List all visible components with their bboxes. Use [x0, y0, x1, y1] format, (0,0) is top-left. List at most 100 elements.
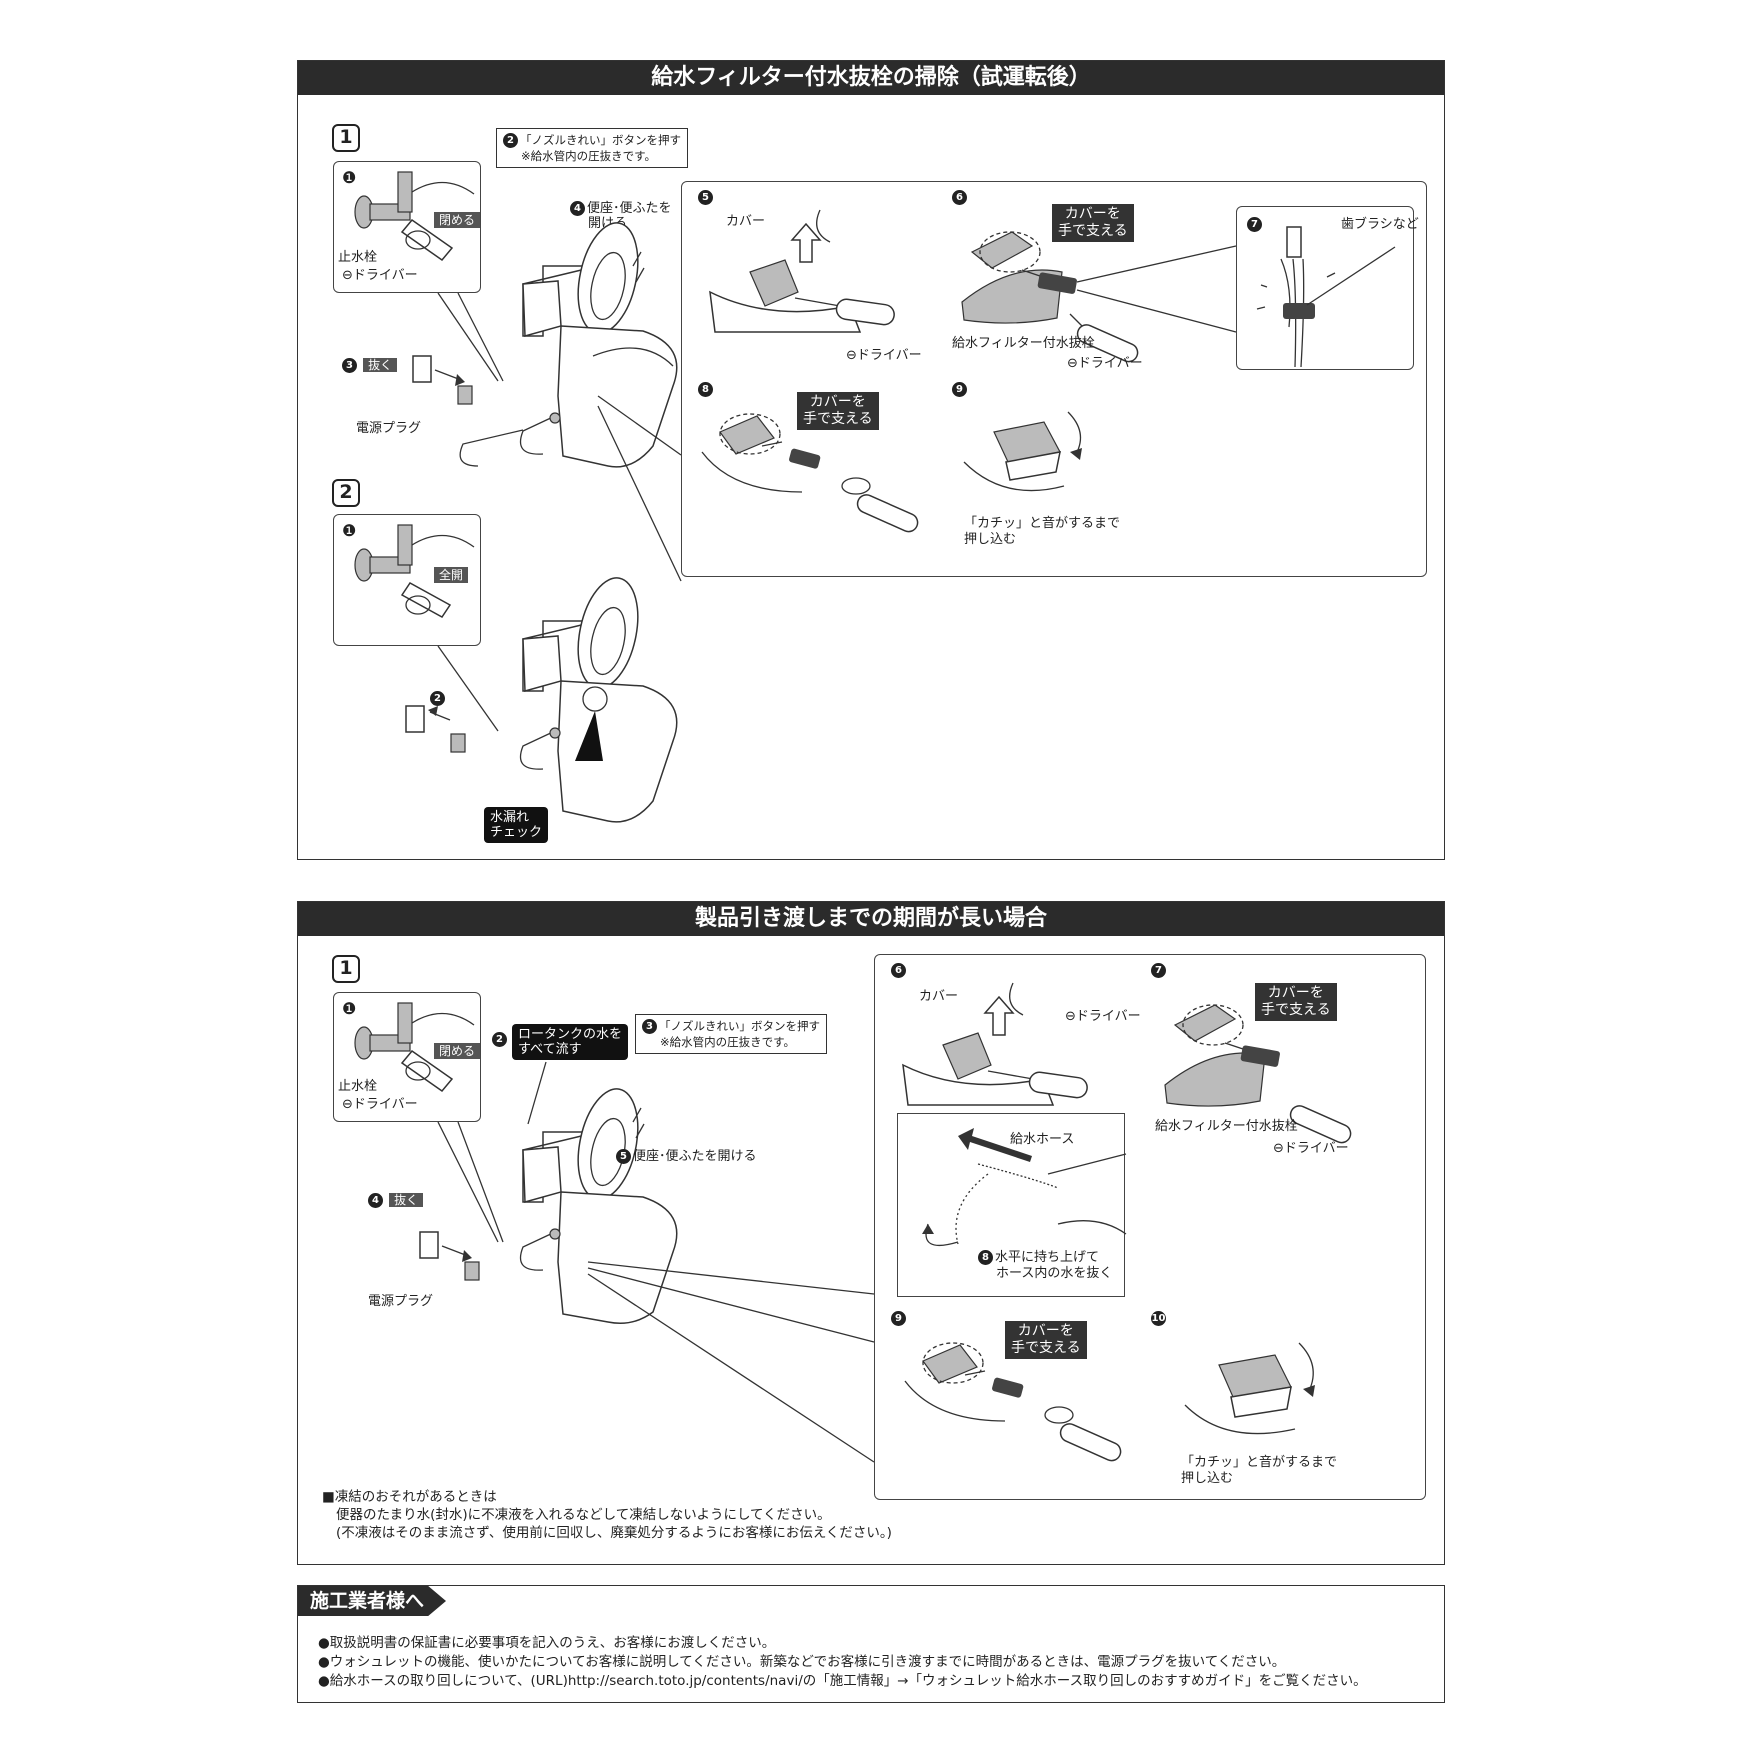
- stopcock-illustration: [354, 1002, 475, 1093]
- filter-label: 給水フィルター付水抜栓: [1155, 1119, 1298, 1134]
- step-number-1: 1: [332, 955, 360, 983]
- freeze-line3: (不凍液はそのまま流さず、使用前に回収し、廃棄処分するようにお客様にお伝えくださ…: [336, 1525, 892, 1541]
- bullet-3: ●給水ホースの取り回しについて、(URL)http://search.toto.…: [318, 1673, 1367, 1689]
- step2-n2: 2: [430, 691, 447, 707]
- close-tag: 閉める: [434, 212, 480, 228]
- section-contractor-notes: 施工業者様へ ●取扱説明書の保証書に必要事項を記入のうえ、お客様にお渡しください…: [297, 1585, 1445, 1703]
- hose-label: 給水ホース: [1010, 1132, 1075, 1147]
- section-title: 製品引き渡しまでの期間が長い場合: [298, 902, 1444, 936]
- driver-label: ⊖ドライバー: [342, 1097, 418, 1112]
- toothbrush-label: 歯ブラシなど: [1341, 217, 1419, 232]
- pull-tag: 抜く: [363, 358, 398, 372]
- step-n2: 2: [503, 133, 518, 148]
- stopcock-open-illustration: [354, 524, 475, 618]
- step-n8: 8: [978, 1250, 993, 1265]
- step-n5: 5: [698, 190, 715, 206]
- stopcock-open-inset: ❶ 全開: [333, 514, 481, 646]
- close-tag: 閉める: [434, 1043, 480, 1059]
- plug-label: 電源プラグ: [368, 1294, 434, 1309]
- driver6-label: ⊖ドライバー: [1067, 356, 1143, 371]
- cover-remove-illustration: [902, 982, 1088, 1106]
- hold-cover9-tag: カバーを手で支える: [1005, 1321, 1087, 1359]
- filter-insert-illustration: [904, 1342, 1122, 1462]
- step-n9: 9: [952, 382, 969, 398]
- callout-lines: [437, 1121, 875, 1463]
- full-open-tag: 全開: [434, 567, 469, 583]
- step-number-1: 1: [332, 124, 360, 152]
- cover-close-illustration: [963, 411, 1082, 492]
- brush-illustration: [1256, 226, 1396, 368]
- step-n7: 7: [1247, 217, 1264, 233]
- step2-n1: ❶: [342, 521, 357, 540]
- click-label: 「カチッ」と音がするまで押し込む: [1181, 1455, 1338, 1486]
- step-n1: ❶: [342, 168, 357, 187]
- hose-illustration: [922, 1128, 1127, 1247]
- stopcock-label: 止水栓: [338, 250, 378, 265]
- contractor-title: 施工業者様へ: [298, 1586, 446, 1616]
- filter-remove-illustration: [961, 231, 1139, 363]
- cover-label: カバー: [919, 989, 959, 1004]
- step-n10: 10: [1151, 1311, 1166, 1326]
- stopcock-illustration: [354, 171, 475, 262]
- brush-inset: 7 歯ブラシなど: [1236, 206, 1419, 370]
- step-n6: 6: [891, 963, 908, 979]
- hold-cover-tag: カバーを手で支える: [1255, 983, 1337, 1021]
- driver-label: ⊖ドライバー: [342, 268, 418, 283]
- hold-cover-tag: カバーを手で支える: [1052, 204, 1134, 242]
- step-n3: 3: [342, 358, 357, 373]
- outlet-illustration: [412, 355, 473, 405]
- freeze-note: ■凍結のおそれがあるときは 便器のたまり水(封水)に不凍液を入れるなどして凍結し…: [322, 1488, 892, 1542]
- bullet-2: ●ウォシュレットの機能、使いかたについてお客様に説明してください。新築などでお客…: [318, 1654, 1286, 1670]
- step-n7: 7: [1151, 963, 1168, 979]
- detail-steps-inset: 6 カバー ⊖ドライバー 7 カバーを手で支える 給水フィルター付水抜栓 ⊖ドラ…: [874, 954, 1426, 1500]
- hold-cover8-tag: カバーを手で支える: [797, 392, 879, 430]
- contractor-bullets: ●取扱説明書の保証書に必要事項を記入のうえ、お客様にお渡しください。 ●ウォシュ…: [318, 1634, 1367, 1691]
- toilet-illustration: [519, 1088, 678, 1324]
- driver5-label: ⊖ドライバー: [846, 348, 922, 363]
- stopcock-label: 止水栓: [338, 1079, 378, 1094]
- filter-label: 給水フィルター付水抜栓: [952, 336, 1095, 351]
- step-n5: 5: [616, 1149, 631, 1164]
- step-n4: 4: [570, 201, 585, 216]
- stopcock-inset: ❶ 閉める 止水栓 ⊖ドライバー: [333, 992, 481, 1122]
- nozzle-clean-note: 2「ノズルきれい」ボタンを押す ※給水管内の圧抜きです。: [496, 128, 688, 168]
- step-n1: ❶: [342, 999, 357, 1018]
- pull-tag: 抜く: [389, 1193, 424, 1207]
- nozzle-note-line2: ※給水管内の圧抜きです。: [521, 149, 656, 163]
- step-number-2: 2: [332, 479, 360, 507]
- nozzle-note-line1: 「ノズルきれい」ボタンを押す: [520, 133, 681, 147]
- cover-close-illustration: [1184, 1342, 1315, 1435]
- freeze-heading: ■凍結のおそれがあるときは: [322, 1489, 497, 1505]
- tank-tag-pointer: [527, 1061, 547, 1125]
- callout-lines-2: [437, 645, 499, 732]
- cover-remove-illustration: [709, 209, 895, 333]
- stopcock-inset: ❶ 閉める 止水栓 ⊖ドライバー: [333, 161, 481, 293]
- toilet-illustration: [459, 222, 678, 468]
- section-title: 給水フィルター付水抜栓の掃除（試運転後）: [298, 61, 1444, 95]
- filter-insert-illustration: [701, 413, 919, 533]
- leak-check-tag: 水漏れチェック: [484, 807, 549, 843]
- nozzle-clean-note: 3「ノズルきれい」ボタンを押す ※給水管内の圧抜きです。: [635, 1014, 827, 1054]
- step-n2: 2: [492, 1032, 509, 1048]
- pull-step: 3 抜く: [342, 357, 398, 374]
- freeze-line2: 便器のたまり水(封水)に不凍液を入れるなどして凍結しないようにしてください。: [336, 1507, 831, 1523]
- toilet-illustration-2: [519, 577, 678, 823]
- step-n3: 3: [642, 1019, 657, 1034]
- outlet-illustration: [419, 1231, 480, 1281]
- pull-step: 4 抜く: [368, 1192, 424, 1209]
- cover-label: カバー: [726, 214, 766, 229]
- step-n9: 9: [891, 1311, 908, 1327]
- section-long-period: 製品引き渡しまでの期間が長い場合 1 ❶ 閉める 止水栓 ⊖ドライバー 2 ロー…: [297, 901, 1445, 1565]
- callout-lines: [437, 292, 682, 582]
- section-filter-cleaning: 給水フィルター付水抜栓の掃除（試運転後） 1 ❶ 閉める 止水栓 ⊖ドライバー …: [297, 60, 1445, 860]
- outlet-illustration-2: [405, 705, 466, 753]
- step-n4: 4: [368, 1193, 383, 1208]
- filter-remove-illustration: [1164, 1004, 1352, 1144]
- tank-flush-tag: ロータンクの水をすべて流す: [512, 1024, 629, 1060]
- zoom-line: [1076, 245, 1237, 333]
- driver6-label: ⊖ドライバー: [1065, 1009, 1141, 1024]
